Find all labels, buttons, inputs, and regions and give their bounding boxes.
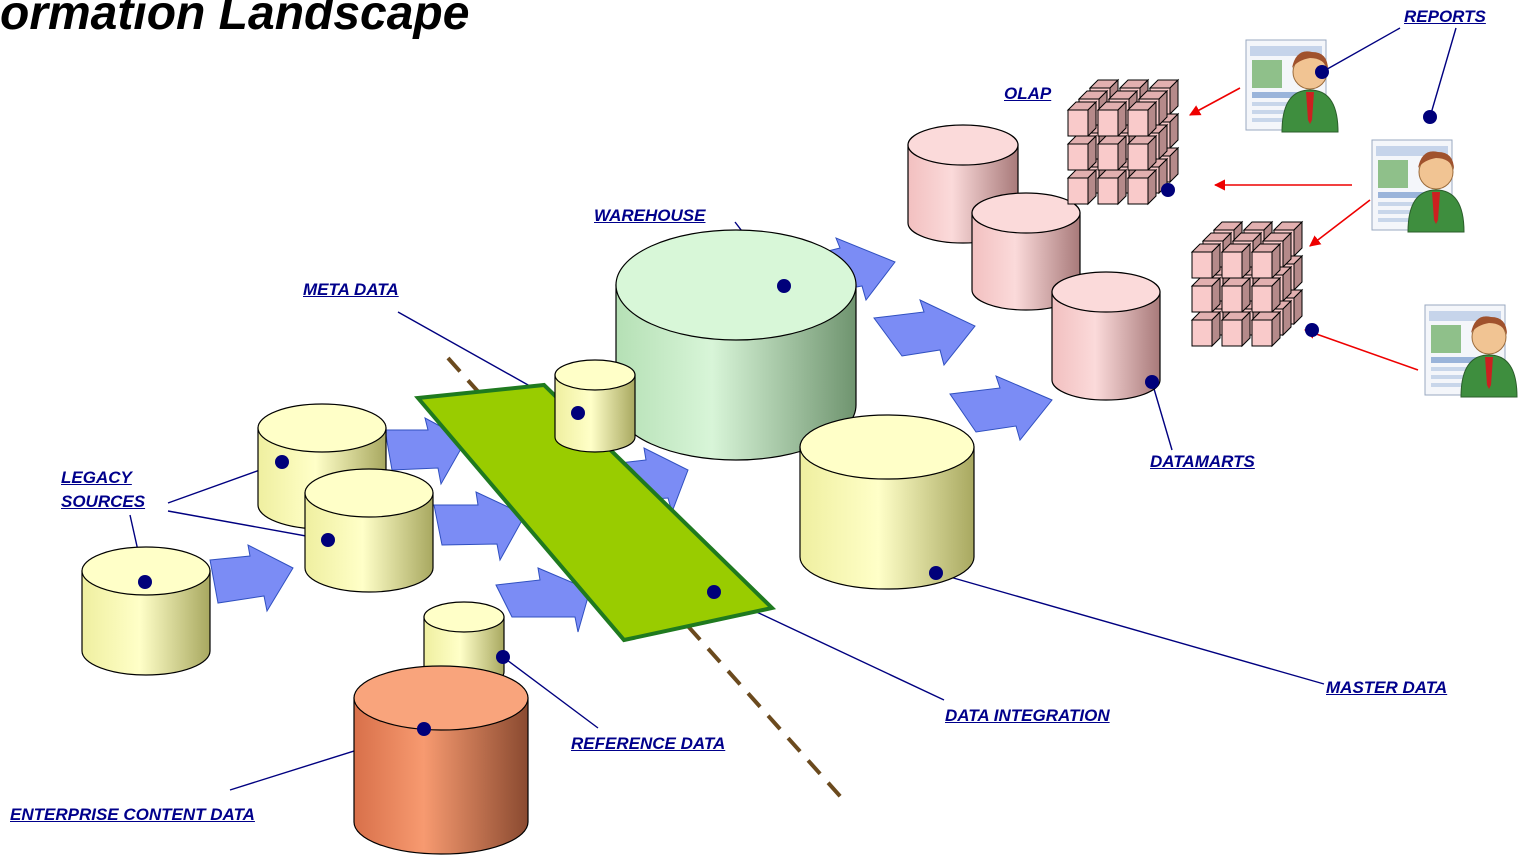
- olap-cube-cell: [1127, 101, 1157, 137]
- flow-arrows-legacy: [209, 417, 689, 633]
- report-user-icon-3: [1424, 304, 1518, 398]
- datamart-cylinder-3: [1051, 271, 1161, 401]
- data-integration-label[interactable]: DATA INTEGRATION: [945, 706, 1110, 725]
- olap-cube-cell: [1097, 169, 1127, 205]
- olap-cube-cell: [1097, 101, 1127, 137]
- report-arrows: [1189, 87, 1419, 371]
- enterprise-content-cylinder: [353, 665, 529, 855]
- datamarts-label[interactable]: DATAMARTS: [1150, 452, 1255, 471]
- warehouse-cylinder: [615, 229, 857, 461]
- olap-cube-cell: [1191, 243, 1221, 279]
- olap-cube-cell: [1251, 243, 1281, 279]
- olap-cube-cell: [1067, 101, 1097, 137]
- data-integration-band: [414, 382, 777, 643]
- legacy-cylinder-3: [81, 546, 211, 676]
- legacy-sources-label-line2[interactable]: SOURCES: [61, 492, 146, 511]
- olap-cube-1: [1067, 79, 1179, 205]
- olap-cube-cell: [1067, 135, 1097, 171]
- datamart-cylinder-2: [971, 192, 1081, 311]
- master-data-label[interactable]: MASTER DATA: [1326, 678, 1448, 697]
- olap-cube-cell: [1097, 135, 1127, 171]
- olap-cube-cell: [1191, 277, 1221, 313]
- enterprise-content-data-label[interactable]: ENTERPRISE CONTENT DATA: [10, 805, 255, 824]
- reports-label[interactable]: REPORTS: [1404, 7, 1486, 26]
- olap-cube-cell: [1221, 243, 1251, 279]
- olap-cube-cell: [1251, 277, 1281, 313]
- page-title: ormation Landscape: [0, 0, 470, 40]
- master-data-cylinder: [799, 414, 975, 590]
- reference-data-label[interactable]: REFERENCE DATA: [571, 734, 726, 753]
- connector-dots: [138, 65, 1437, 736]
- olap-cube-cell: [1251, 311, 1281, 347]
- warehouse-label[interactable]: WAREHOUSE: [594, 206, 706, 225]
- olap-cube-2: [1191, 221, 1303, 347]
- report-user-icon-1: [1245, 39, 1339, 133]
- olap-cube-cell: [1221, 311, 1251, 347]
- legacy-sources-label-line1[interactable]: LEGACY: [61, 468, 132, 487]
- olap-cube-cell: [1221, 277, 1251, 313]
- legacy-cylinder-2: [304, 468, 434, 593]
- report-user-icon-2: [1371, 139, 1465, 233]
- meta-data-cylinder: [554, 359, 636, 453]
- olap-cube-cell: [1191, 311, 1221, 347]
- meta-data-label[interactable]: META DATA: [303, 280, 399, 299]
- olap-cube-cell: [1127, 135, 1157, 171]
- olap-label[interactable]: OLAP: [1004, 84, 1052, 103]
- olap-cube-cell: [1127, 169, 1157, 205]
- olap-cube-cell: [1067, 169, 1097, 205]
